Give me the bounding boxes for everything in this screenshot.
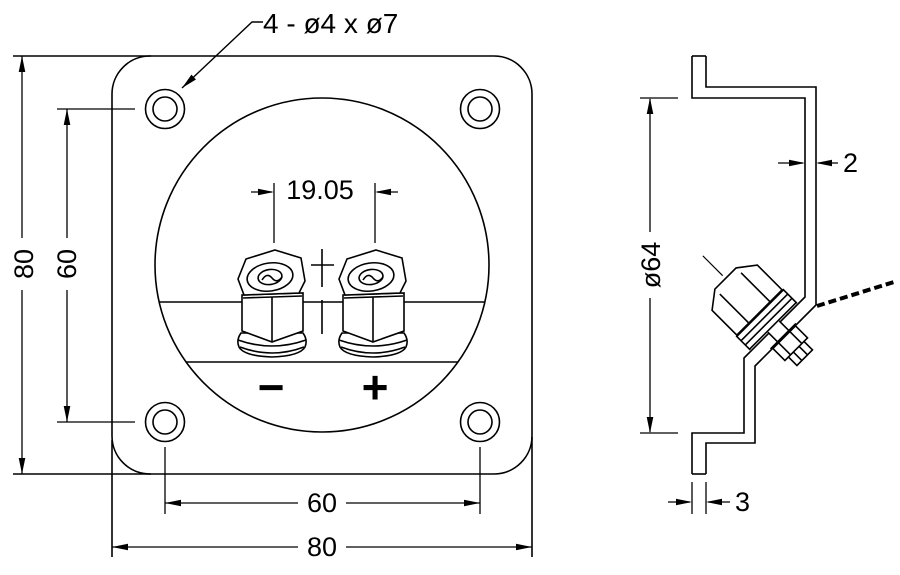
dim-flange-depth-label: 3 bbox=[735, 487, 750, 517]
polarity-positive-label: + bbox=[362, 361, 389, 413]
mounting-hole-top-right bbox=[459, 88, 501, 130]
side-view bbox=[640, 55, 895, 514]
dim-height-label: 80 bbox=[9, 249, 39, 279]
dim-hole-spacing-horizontal-60 bbox=[164, 447, 481, 514]
post-centerline bbox=[702, 255, 724, 277]
dim-height-80 bbox=[18, 56, 26, 474]
binding-post-positive bbox=[338, 249, 408, 358]
recess-circle bbox=[154, 97, 490, 433]
binding-post-negative bbox=[237, 249, 307, 358]
post-knurl-rings bbox=[735, 288, 798, 351]
post-hex-cap bbox=[711, 264, 784, 337]
post-lock-nut bbox=[769, 322, 814, 367]
front-view bbox=[13, 21, 533, 557]
dim-recess-diameter-label: ø64 bbox=[636, 242, 666, 289]
profile-front-surface bbox=[691, 56, 806, 474]
dim-post-spacing-19-05 bbox=[251, 183, 398, 243]
profile-back-surface bbox=[705, 56, 817, 474]
dim-hole-spacing-horizontal-label: 60 bbox=[307, 488, 337, 518]
dim-width-label: 80 bbox=[307, 532, 337, 562]
dim-recess-diameter-64 bbox=[640, 97, 678, 434]
dim-wall-thickness-2 bbox=[778, 159, 838, 167]
hole-note-leader bbox=[179, 21, 263, 91]
polarity-negative-label: − bbox=[258, 361, 285, 413]
plate-outline bbox=[111, 55, 533, 475]
dim-post-spacing-label: 19.05 bbox=[286, 175, 354, 205]
dim-flange-depth-3 bbox=[668, 482, 730, 514]
dim-hole-spacing-vertical-60 bbox=[57, 108, 135, 423]
mounting-hole-top-left bbox=[144, 88, 186, 130]
dim-wall-thickness-label: 2 bbox=[843, 148, 858, 178]
mounting-hole-bottom-left bbox=[144, 401, 186, 443]
mounting-hole-bottom-right bbox=[459, 401, 501, 443]
hole-note-label: 4 - ø4 x ø7 bbox=[263, 8, 398, 39]
terminal-tab bbox=[816, 280, 895, 308]
binding-post-side bbox=[702, 255, 814, 367]
dim-hole-spacing-vertical-label: 60 bbox=[52, 249, 82, 279]
dim-width-80 bbox=[112, 543, 532, 551]
center-mark bbox=[311, 249, 334, 334]
